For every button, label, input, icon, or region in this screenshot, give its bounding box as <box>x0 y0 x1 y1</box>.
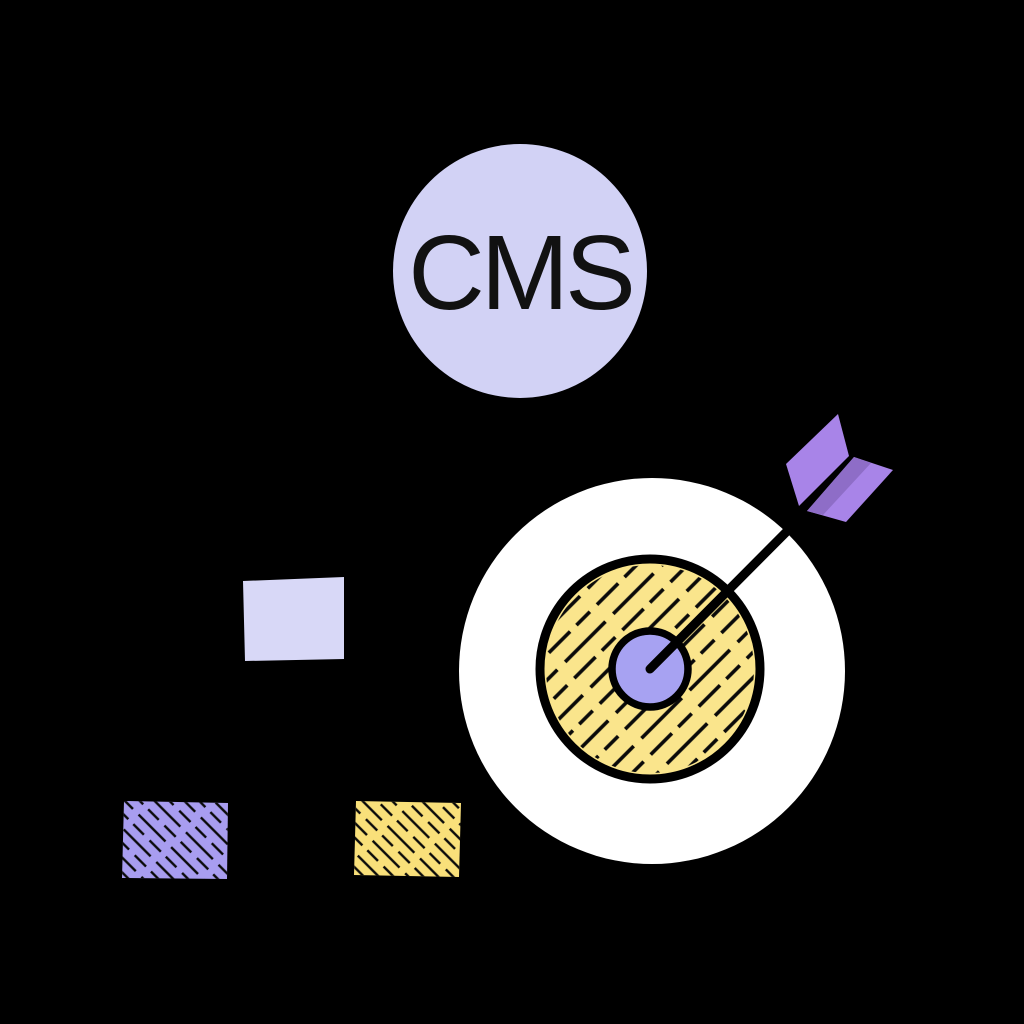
solid-block <box>243 577 344 661</box>
cms-circle <box>393 144 647 398</box>
yellow-hatched-block-hatch <box>354 801 461 877</box>
cms-label: CMS <box>408 214 632 332</box>
arrow-fletching-left-fin <box>786 414 849 506</box>
purple-hatched-block-hatch <box>122 801 228 879</box>
arrow-fletching-shade <box>807 457 871 515</box>
